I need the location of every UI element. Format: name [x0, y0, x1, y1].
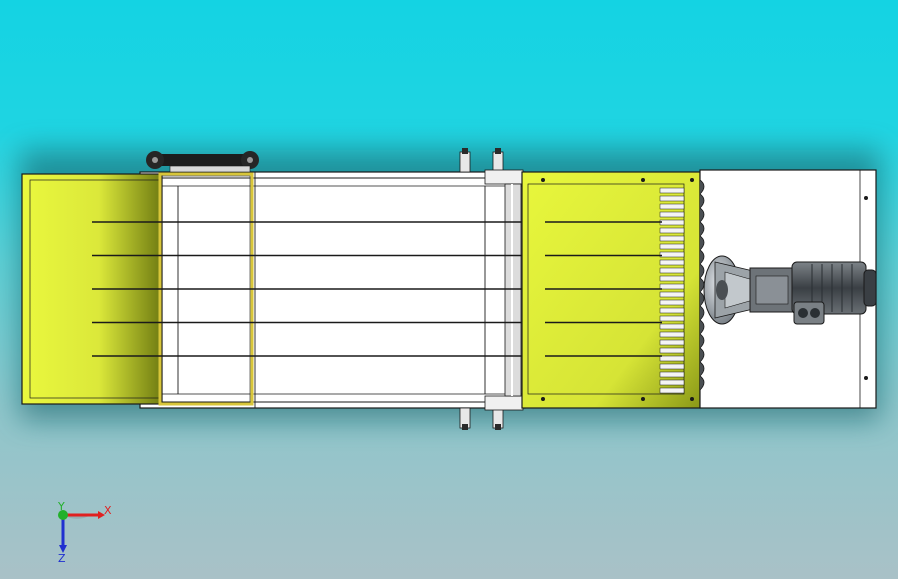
grate-bar: [659, 243, 685, 250]
roller-drum[interactable]: [504, 183, 522, 397]
grate-bar: [659, 363, 685, 370]
grate-bar: [659, 187, 685, 194]
y-axis-origin: [58, 510, 68, 520]
grate-bar: [659, 387, 685, 394]
grate-bar: [659, 267, 685, 274]
grate-bar: [659, 347, 685, 354]
grate-bar: [659, 379, 685, 386]
grate-bar: [659, 339, 685, 346]
grate-bar: [659, 315, 685, 322]
y-axis-label: Y: [57, 500, 65, 513]
coordinate-triad: X Y Z: [57, 500, 112, 565]
x-axis-arrowhead: [98, 511, 105, 519]
electric-motor[interactable]: [749, 261, 877, 325]
grate-bar: [659, 371, 685, 378]
x-axis-label: X: [104, 504, 112, 517]
grate-bar: [659, 307, 685, 314]
grate-bar: [659, 355, 685, 362]
grate-bar: [659, 283, 685, 290]
z-axis-arrowhead: [59, 545, 67, 553]
grate-bar: [659, 331, 685, 338]
z-axis-label: Z: [58, 552, 66, 565]
grate-bar: [659, 211, 685, 218]
belt-drive[interactable]: [146, 151, 259, 173]
grate-bar: [659, 219, 685, 226]
grate-bar: [659, 299, 685, 306]
cutter-rods[interactable]: [92, 221, 662, 357]
grate-bar: [659, 195, 685, 202]
grate-bar: [659, 235, 685, 242]
grate-bar: [659, 227, 685, 234]
bearing-bolts[interactable]: [459, 148, 524, 430]
grate-bar: [659, 203, 685, 210]
grate-bar: [659, 251, 685, 258]
grate-bar: [659, 291, 685, 298]
conveyor-frame[interactable]: [139, 171, 526, 409]
grate-bar: [659, 323, 685, 330]
grate-bars: [659, 187, 685, 394]
grate-bar: [659, 275, 685, 282]
grate-bar: [659, 259, 685, 266]
